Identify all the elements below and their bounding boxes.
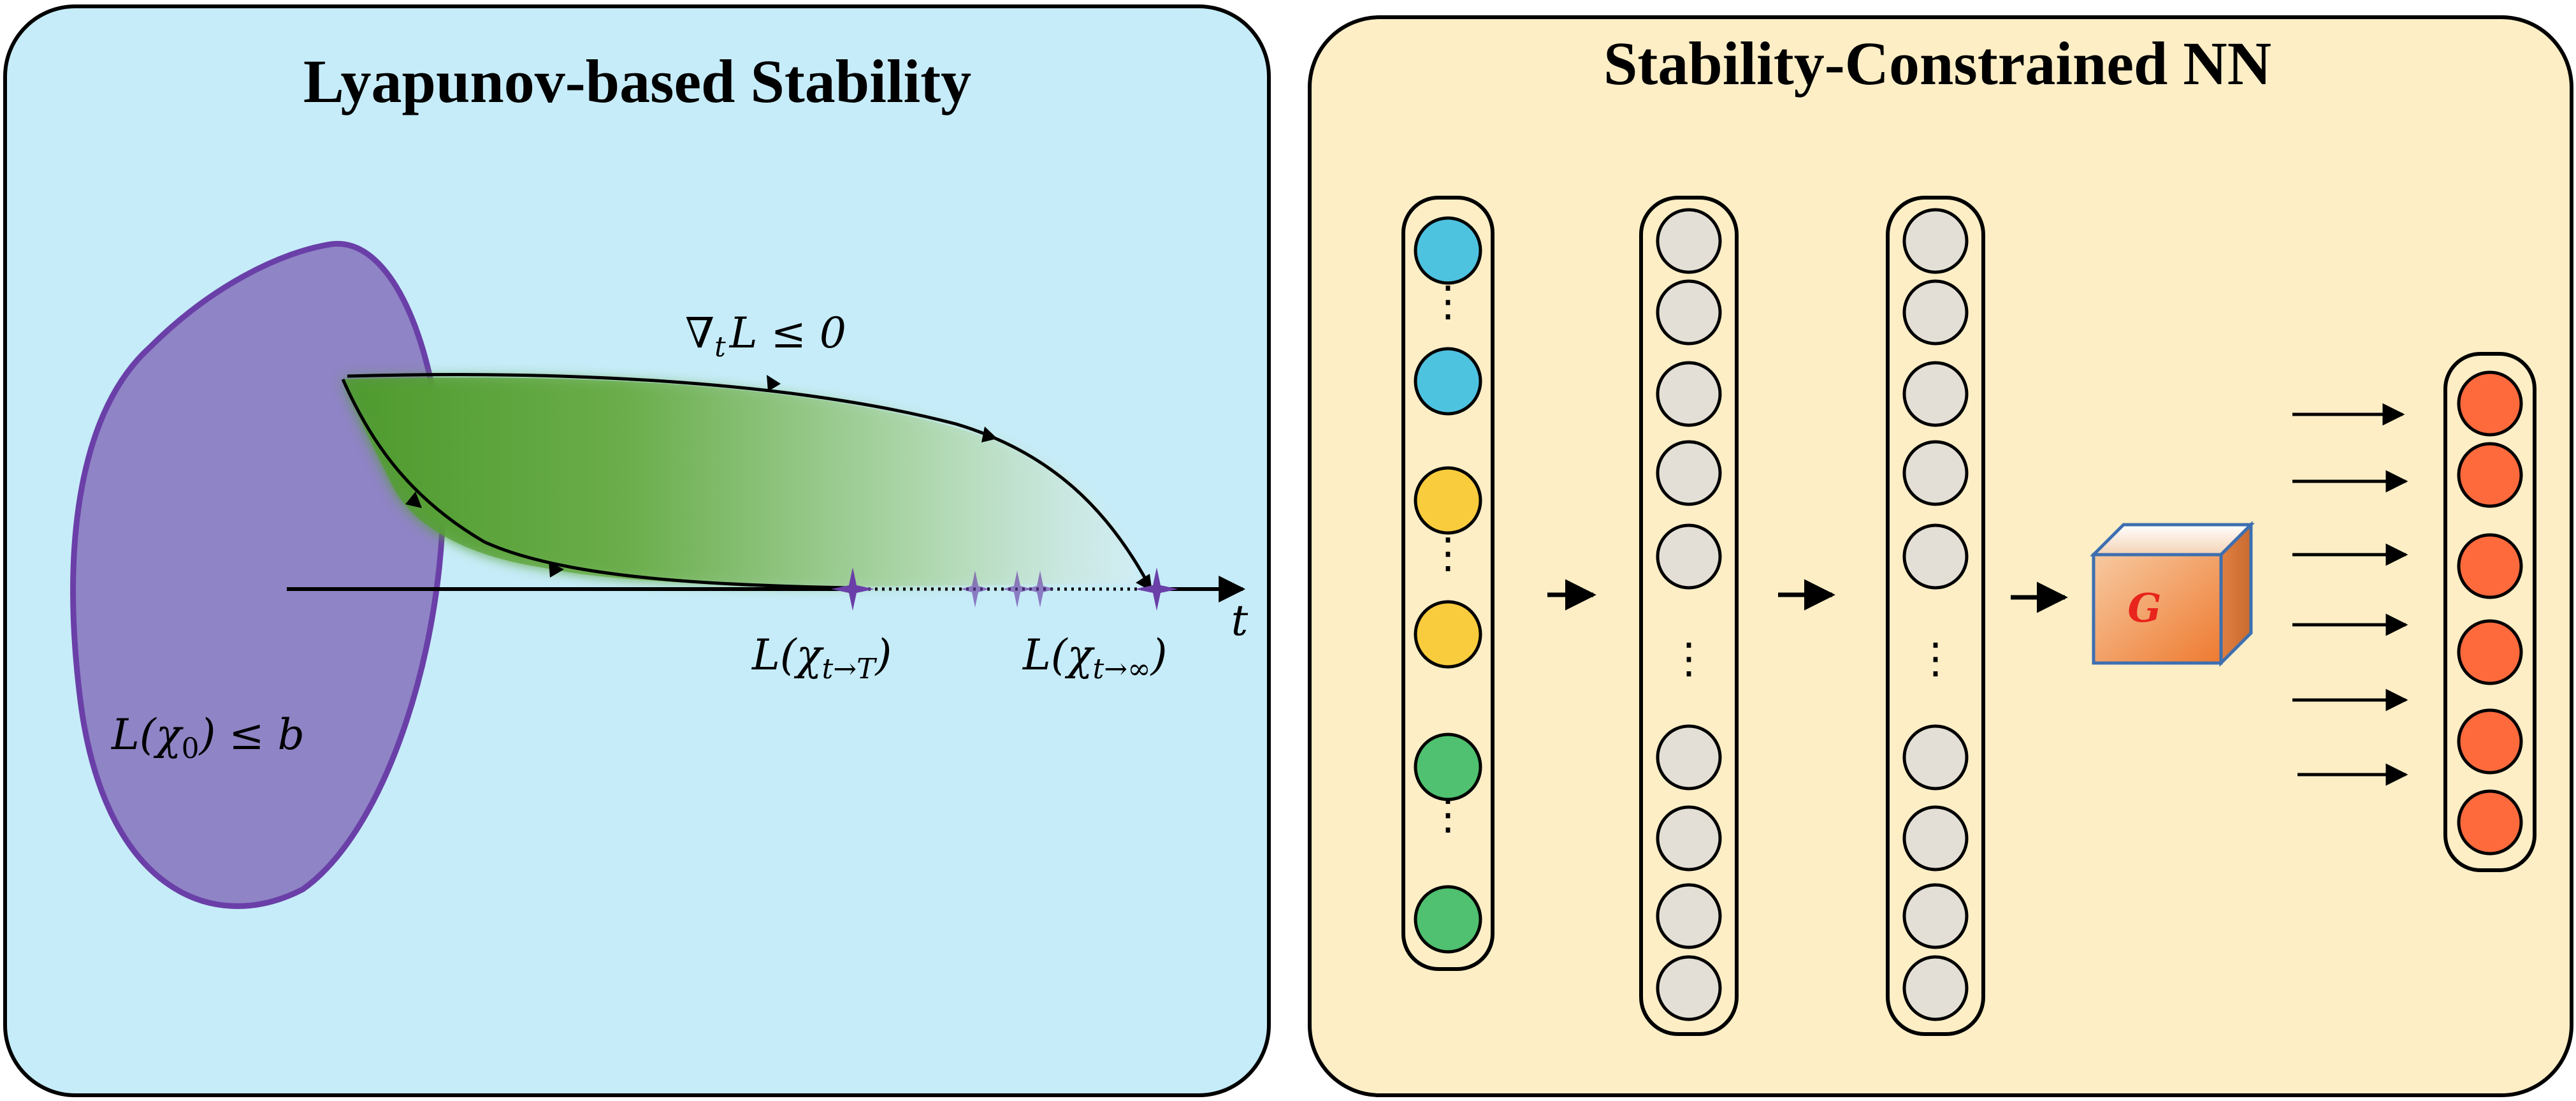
input-node xyxy=(1414,347,1482,416)
trajectory-arrow xyxy=(981,427,997,442)
hidden-layer-frame xyxy=(1639,196,1739,1036)
hidden-layer-frame xyxy=(1886,196,1985,1036)
hidden-node xyxy=(1656,805,1722,871)
trajectory-arrow xyxy=(405,492,422,508)
upper-trajectory xyxy=(347,373,1152,589)
hidden-node xyxy=(1656,883,1722,949)
left-panel-title: Lyapunov-based Stability xyxy=(303,47,971,115)
hidden-node xyxy=(1902,208,1969,274)
cube-front xyxy=(2092,553,2223,665)
star-marker xyxy=(960,571,990,608)
right-panel-title: Stability-Constrained NN xyxy=(1603,29,2271,98)
layer-arrows xyxy=(1547,579,2068,613)
cube-label: G xyxy=(2128,585,2162,631)
input-node xyxy=(1414,733,1482,801)
hidden-layer-1: ⋮ xyxy=(1639,196,1739,1036)
hidden-node xyxy=(1902,805,1969,871)
output-node xyxy=(2457,708,2523,775)
ellipsis: ⋮ xyxy=(1668,634,1710,683)
output-node xyxy=(2457,533,2523,599)
hidden-node xyxy=(1902,279,1969,346)
hidden-node xyxy=(1656,279,1722,346)
hidden-node xyxy=(1656,955,1722,1021)
trajectory-arrow xyxy=(549,562,564,578)
output-layer xyxy=(2443,352,2536,872)
ellipsis: ⋮ xyxy=(1914,634,1957,683)
hidden-node xyxy=(1656,523,1722,590)
ellipsis: ⋮ xyxy=(1427,277,1469,326)
hidden-node xyxy=(1656,208,1722,274)
hidden-layer-2: ⋮ xyxy=(1886,196,1985,1036)
hidden-node xyxy=(1902,955,1969,1021)
left-panel: Lyapunov-based Stability t xyxy=(3,4,1271,1097)
right-panel: Stability-Constrained NN ⋮ ⋮ ⋮ ⋮ xyxy=(1308,15,2573,1097)
output-layer-frame xyxy=(2443,352,2536,872)
ellipsis: ⋮ xyxy=(1427,529,1469,578)
star-marker-inf xyxy=(1135,567,1178,611)
output-node xyxy=(2457,370,2523,437)
output-node xyxy=(2457,789,2523,856)
flow-region xyxy=(344,377,1141,587)
input-node xyxy=(1414,600,1482,669)
equilibrium-markers xyxy=(831,567,1178,611)
hidden-node xyxy=(1902,523,1969,590)
output-arrows xyxy=(2292,403,2408,786)
hidden-node xyxy=(1656,440,1722,506)
trajectory-arrow xyxy=(767,375,781,391)
star-marker-T xyxy=(831,567,874,611)
hidden-node xyxy=(1902,724,1969,791)
hidden-node xyxy=(1902,883,1969,949)
stability-cube: G xyxy=(2089,520,2255,667)
input-layer: ⋮ ⋮ ⋮ xyxy=(1401,196,1494,971)
hidden-node xyxy=(1656,724,1722,791)
lyapunov-T-label: L(χt→T) xyxy=(751,631,892,685)
star-marker xyxy=(1002,571,1032,608)
lyapunov-inf-label: L(χt→∞) xyxy=(1022,631,1168,685)
input-node xyxy=(1414,466,1482,535)
hidden-node xyxy=(1902,440,1969,506)
input-node xyxy=(1414,885,1482,954)
output-node xyxy=(2457,619,2523,685)
initial-condition-label: L(χ0) ≤ b xyxy=(111,710,305,765)
input-layer-frame xyxy=(1401,196,1494,971)
time-axis-label: t xyxy=(1231,596,1248,645)
ellipsis: ⋮ xyxy=(1427,790,1469,839)
lower-trajectory xyxy=(341,378,851,590)
output-node xyxy=(2457,442,2523,508)
gradient-condition-label: ∇tL ≤ 0 xyxy=(685,309,846,363)
star-marker xyxy=(1025,571,1055,608)
input-node xyxy=(1414,216,1482,285)
hidden-node xyxy=(1656,361,1722,427)
hidden-node xyxy=(1902,361,1969,427)
